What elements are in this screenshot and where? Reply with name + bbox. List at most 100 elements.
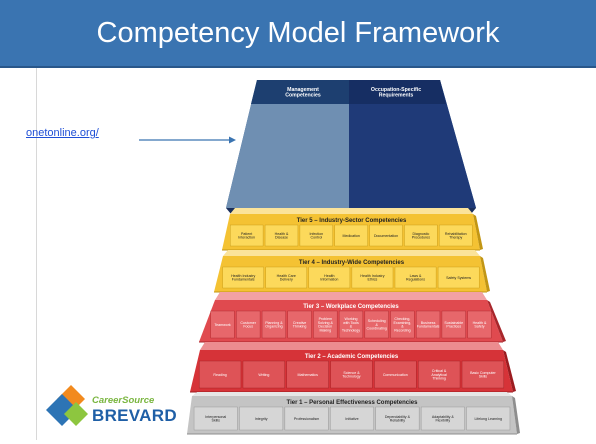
tier5-box-rehabilitation-therapy [439, 224, 473, 247]
tier3-box-label-health-safety: Health &Safety [473, 321, 487, 329]
tier1-box-adaptability-flexibility [420, 406, 465, 431]
tier3-box-sustainable-practices [441, 310, 466, 339]
tier5-box-health-disease [264, 224, 299, 247]
tier3-box-label-teamwork: Teamwork [214, 323, 231, 327]
tier3-box-business-fundamentals [416, 310, 441, 339]
tier1-box-interpersonal-skills [193, 406, 238, 431]
tier3-box-planning-organizing [261, 310, 286, 339]
tier3-side-face [487, 300, 506, 342]
tier5-box-label-health-disease: Health &Disease [275, 232, 289, 240]
tier2-top-face [200, 342, 503, 350]
tier1-box-professionalism [284, 406, 329, 431]
tier2-box-label-reading: Reading [213, 373, 226, 377]
tier4-box-health-industry-ethics [351, 266, 394, 289]
tier2-side-face [503, 350, 516, 392]
tier1-side-face [512, 396, 520, 434]
tier4-side-face [480, 256, 490, 292]
tier2-box-label-communication: Communication [383, 373, 408, 377]
tier1-box-lifelong-learning [466, 406, 511, 431]
tier1-title: Tier 1 – Personal Effectiveness Competen… [287, 400, 419, 406]
tier2-title: Tier 2 – Academic Competencies [305, 354, 399, 360]
tier1-top-face [192, 392, 512, 396]
tier4-box-label-laws-regulations: Laws &Regulations [406, 274, 425, 282]
tier4-box-laws-regulations [394, 266, 437, 289]
tier2-box-reading [198, 360, 242, 389]
tier2-box-mathematics [286, 360, 329, 389]
tier3-box-customer-focus [236, 310, 261, 339]
tier5-top-face [230, 208, 473, 214]
tier2-box-label-writing: Writing [258, 373, 269, 377]
tier3-box-health-safety [467, 310, 492, 339]
tier3-box-working-with-tools-technology [338, 310, 364, 339]
tier3-box-creative-thinking [287, 310, 312, 339]
tier5-title: Tier 5 – Industry-Sector Competencies [297, 218, 407, 224]
tier1-box-label-dependability-reliability: Dependability &Reliability [385, 415, 411, 423]
tier2-box-critical-analytical-thinking [418, 360, 461, 389]
tier1-box-label-initiative: Initiative [345, 417, 358, 421]
link-arrow-head [229, 136, 236, 144]
tier1-box-label-adaptability-flexibility: Adaptability &Flexibility [432, 415, 455, 423]
logo-line2: BREVARD [92, 406, 177, 425]
tier5-box-patient-interaction [230, 224, 264, 247]
tier1-box-initiative [330, 406, 374, 431]
content-frame [36, 68, 560, 440]
tier4-box-health-information [308, 266, 351, 289]
tier3-top-face [215, 292, 487, 300]
tier5-box-medication [334, 224, 368, 247]
tier3-box-label-planning-organizing: Planning &Organizing [265, 321, 283, 329]
tier3-box-label-checking-examining-recording: Checking,Examining,&Recording [394, 317, 412, 333]
title-bar: Competency Model Framework [0, 0, 596, 68]
tier2-box-communication [374, 360, 417, 389]
tier1-box-dependability-reliability [375, 406, 420, 431]
tier5-box-diagnostic-procedures [404, 224, 438, 247]
top-block-left-face [226, 80, 349, 208]
onet-link[interactable]: onetonline.org/ [26, 127, 99, 139]
tier2-box-label-mathematics: Mathematics [298, 373, 319, 377]
tier4-box-label-safety-systems: Safety Systems [446, 276, 471, 280]
tier1-box-label-integrity: Integrity [255, 417, 268, 421]
logo-green-diamond [64, 402, 88, 426]
tier2-box-label-science-technology: Science &Technology [342, 371, 360, 379]
top-block-left-header [251, 80, 349, 104]
tier2-box-science-technology [330, 360, 373, 389]
tier3-box-teamwork [210, 310, 235, 339]
top-block-right-header [349, 80, 446, 104]
tier1-box-integrity [239, 406, 284, 431]
tier3-box-checking-examining-recording [390, 310, 415, 339]
tier5: Tier 5 – Industry-Sector CompetenciesPat… [222, 208, 483, 251]
tier4: Tier 4 – Industry-Wide CompetenciesHealt… [214, 250, 490, 293]
tier4-box-safety-systems [437, 266, 480, 289]
tier3-box-label-scheduling-coordinating: Scheduling&Coordinating [367, 319, 387, 331]
logo-line1: CareerSource [92, 395, 155, 406]
tier5-box-documentation [369, 224, 403, 247]
tier3-box-scheduling-coordinating [364, 310, 389, 339]
tier4-box-health-care-delivery [265, 266, 308, 289]
top-block-right-face [349, 80, 476, 208]
tier4-title: Tier 4 – Industry-Wide Competencies [299, 260, 405, 266]
tier3-box-problem-solving-decision-making [313, 310, 338, 339]
tier4-box-health-industry-fundamentals [222, 266, 264, 289]
tier5-box-label-documentation: Documentation [374, 234, 398, 238]
tiers: Tier 5 – Industry-Sector CompetenciesPat… [187, 208, 520, 435]
